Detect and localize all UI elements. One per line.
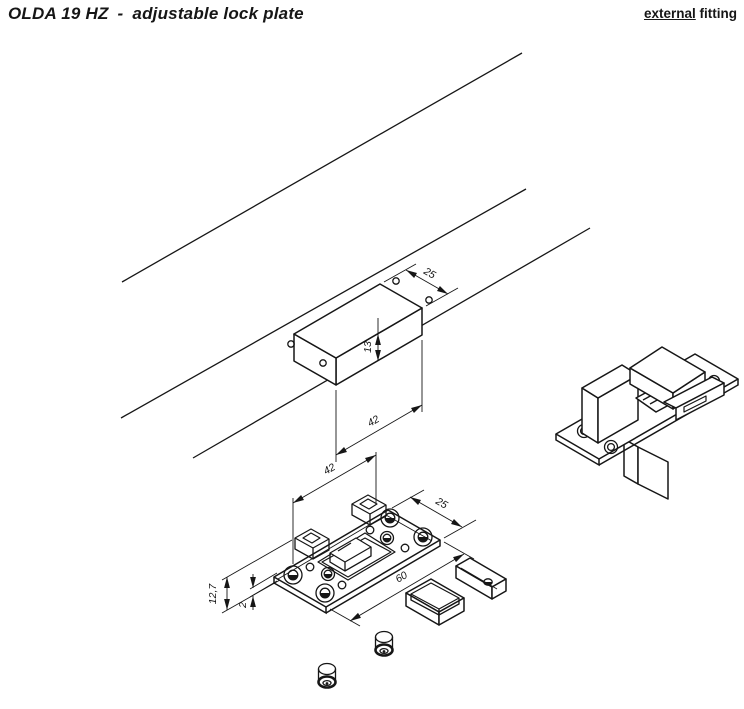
mortise-top-face [293,283,423,359]
strike-bracket-tray [405,578,465,626]
door-far-edge-line [121,52,523,283]
fitting-type-rest: fitting [695,6,737,21]
countersunk-hole [380,508,400,528]
small-hole [365,525,375,535]
screw-hole [603,439,619,455]
mortise-cutout-figure [287,277,433,386]
dim-label-cutout-length: 42 [365,413,381,429]
countersunk-hole [283,565,303,585]
dimension-cutout-depth: 13 [362,318,381,361]
small-hole [305,562,315,572]
fixing-screw [374,630,394,657]
dimension-plate-length: 60 [329,541,475,627]
dim-label-cutout-width: 25 [421,265,438,282]
strike-cap-top-face [629,346,706,394]
adjustment-washer [379,530,395,546]
strike-rail-slot [683,395,707,413]
pilot-hole [319,359,327,367]
pilot-hole [425,296,433,304]
countersunk-hole [315,583,335,603]
header: OLDA 19 HZ-adjustable lock plate externa… [8,4,737,24]
dim-label-plate-width: 25 [433,495,450,512]
strike-bracket-bar [455,557,507,600]
dim-label-plate-backset: 12,7 [207,583,219,605]
base-plate-thickness-edges [555,379,739,467]
small-hole [400,543,410,553]
product-description: adjustable lock plate [132,4,304,23]
title-separator: - [117,4,124,23]
small-hole [337,580,347,590]
dimension-plate-thickness: 2 [237,572,278,610]
pilot-hole [392,277,400,285]
fixing-screw [317,662,337,689]
dim-label-plate-length: 60 [393,569,409,585]
assembled-lock-figure [555,346,739,500]
hook-clip [294,528,330,560]
fitting-type-label: external fitting [644,6,737,21]
dimension-cutout-length: 42 [335,340,423,462]
exploded-plate-figure [273,494,507,689]
dimension-plate-width: 25 [391,489,477,539]
dimension-cutout-width: 25 [383,263,459,307]
dim-label-plate-thickness: 2 [237,602,249,609]
fitting-type-emphasis: external [643,6,696,21]
adjustment-washer [320,566,336,582]
countersunk-hole [413,527,433,547]
door-edge-lines [120,52,591,459]
dim-label-plate-spacing: 42 [321,461,337,477]
dim-label-cutout-depth: 13 [362,341,374,353]
page-title: OLDA 19 HZ-adjustable lock plate [8,4,304,24]
door-top-arris-line [120,188,527,419]
dimension-plate-hole-spacing: 42 [292,452,377,564]
screw-hole-inner [606,442,616,452]
pilot-hole [287,340,295,348]
product-model: OLDA 19 HZ [8,4,109,23]
latch-stem-front-face [637,446,669,500]
latch-slider-edges [329,542,372,572]
